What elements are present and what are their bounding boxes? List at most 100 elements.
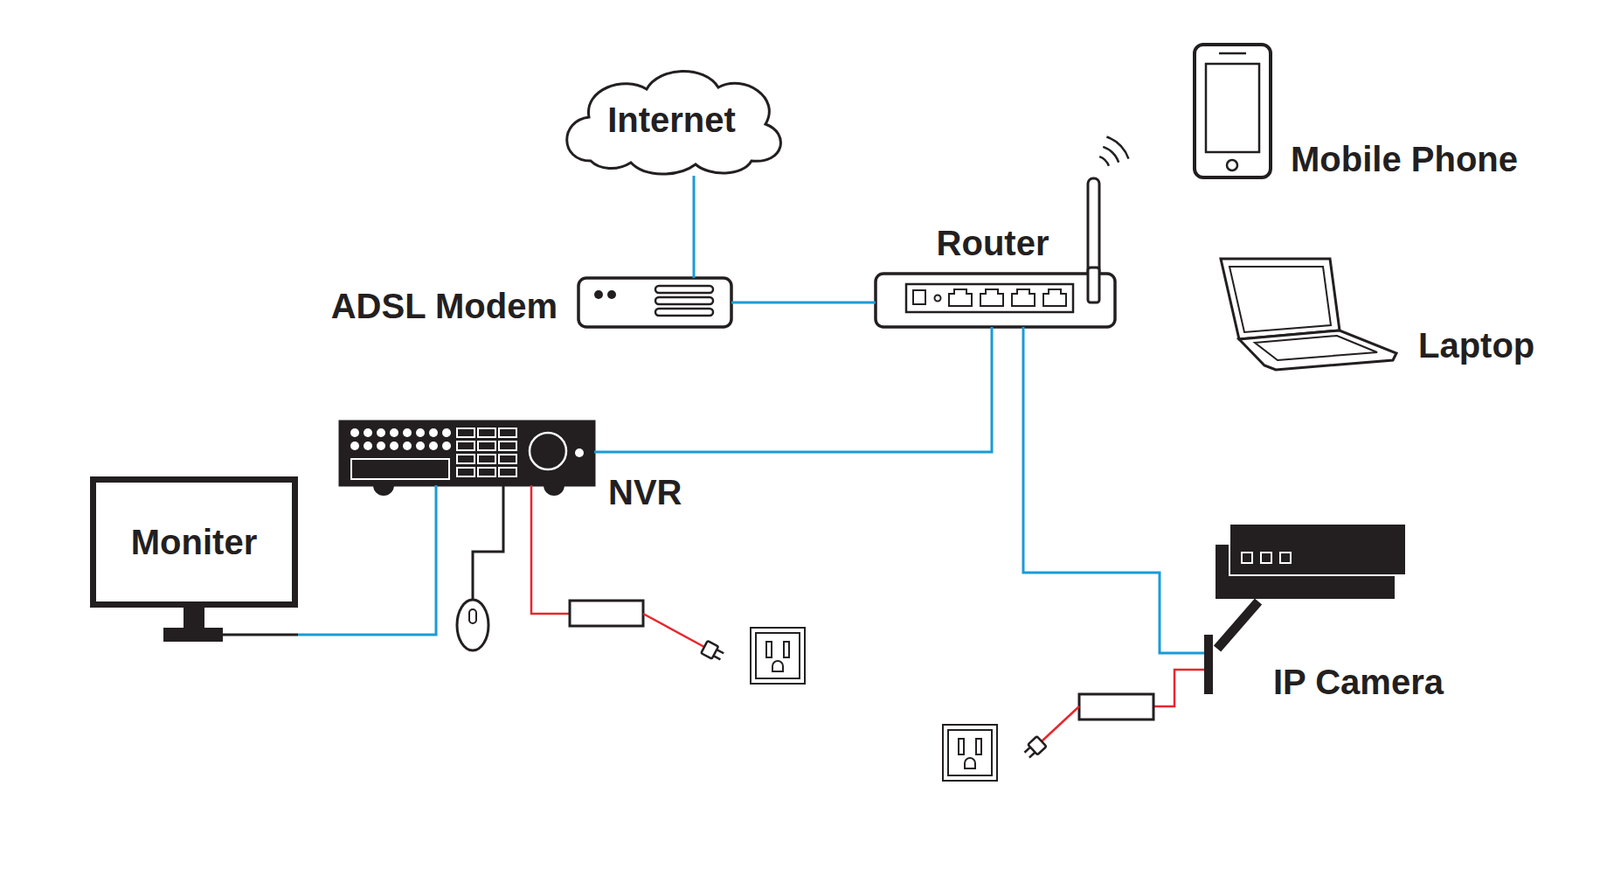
camera-power-supply (942, 724, 998, 781)
phone-device (1194, 44, 1271, 178)
device-node: Laptop (1220, 256, 1399, 370)
nvr-power-supply (531, 484, 805, 684)
camera-power-supply (1041, 706, 1080, 742)
modem-device (578, 277, 732, 327)
modem-device (655, 297, 714, 305)
device-label: Laptop (1418, 325, 1535, 365)
nvr-device (415, 428, 425, 437)
monitor-stand (163, 606, 298, 642)
router-device (1106, 137, 1129, 160)
label-group: Internet (555, 62, 788, 176)
device-label: Mobile Phone (1290, 139, 1518, 179)
camera-power-supply (942, 669, 1205, 781)
phone-device (1205, 63, 1260, 153)
laptop-device (1220, 258, 1340, 340)
router-device (948, 289, 972, 306)
nvr-device (457, 428, 475, 437)
label-group: Moniter (90, 476, 298, 608)
nvr-device (457, 441, 475, 451)
modem-device (607, 290, 617, 299)
camera-device (1260, 552, 1272, 563)
nvr-device (350, 428, 451, 451)
camera-device (1280, 552, 1291, 563)
nvr-device (457, 467, 475, 477)
nvr-device (477, 441, 496, 451)
monitor-stand (163, 627, 223, 642)
router-device (1102, 146, 1119, 163)
monitor-stand (183, 606, 205, 630)
camera-power-supply (1079, 693, 1154, 720)
nvr-device (477, 467, 496, 477)
label-group: NVR (608, 472, 682, 512)
nvr-device (363, 428, 373, 437)
nvr-device (402, 428, 412, 437)
nvr-device (498, 467, 517, 477)
modem-device (594, 290, 603, 299)
laptop-device (1229, 266, 1331, 333)
nvr-device (363, 441, 373, 451)
camera-device (1217, 601, 1259, 649)
nvr-device (415, 441, 425, 451)
router-device (1043, 289, 1067, 306)
router-device (935, 295, 942, 302)
router-device (875, 137, 1130, 328)
router-device (906, 283, 1074, 312)
camera-power-supply (1022, 735, 1047, 760)
device-node: IP Camera (1204, 522, 1407, 695)
nvr-device (389, 428, 399, 437)
router-device (875, 273, 1116, 327)
nvr-device (376, 428, 386, 437)
nvr-device (351, 458, 450, 479)
router-device (1087, 267, 1100, 303)
mouse-device (457, 599, 489, 651)
device-label: ADSL Modem (331, 286, 558, 326)
device-node: NVR (339, 421, 595, 485)
label-group: Laptop (1418, 325, 1535, 365)
nvr-power-supply (569, 600, 644, 626)
network-cable (297, 484, 437, 635)
label-group: ADSL Modem (331, 286, 558, 326)
nvr-device (402, 441, 412, 451)
laptop-device (1239, 330, 1397, 370)
camera-device (1241, 552, 1253, 563)
nvr-power-supply (643, 613, 705, 647)
nvr-device (429, 428, 438, 437)
nvr-device (457, 428, 517, 477)
label-group: Router (936, 223, 1050, 263)
nvr-device (498, 428, 517, 437)
nvr-device (477, 428, 496, 437)
nvr-device (389, 441, 399, 451)
nvr-device (376, 441, 386, 451)
modem-device (655, 308, 714, 316)
nvr-device (442, 428, 451, 437)
nvr-device (498, 454, 517, 464)
router-device (913, 290, 926, 305)
nvr-device (529, 432, 567, 470)
nvr-device (574, 448, 584, 458)
camera-device (1229, 523, 1407, 575)
nvr-device (498, 441, 517, 451)
router-device (980, 289, 1004, 306)
router-device (1011, 289, 1035, 306)
network-cable (692, 175, 696, 278)
phone-device (1226, 159, 1238, 171)
camera-device (1204, 634, 1213, 694)
nvr-device (339, 421, 595, 496)
router-device (1087, 178, 1100, 303)
nvr-device (339, 421, 595, 485)
laptop-device (1254, 335, 1378, 361)
device-node: ADSL Modem (578, 277, 732, 327)
device-label: Internet (607, 100, 736, 139)
device-node: Router (875, 273, 1116, 327)
nvr-device (477, 454, 496, 464)
mouse-device (472, 484, 504, 600)
router-device (1099, 156, 1109, 167)
cloud-outline (567, 70, 782, 174)
nvr-device (442, 441, 451, 451)
phone-device (1194, 44, 1271, 178)
phone-device (1219, 52, 1247, 56)
nvr-device (457, 454, 475, 464)
